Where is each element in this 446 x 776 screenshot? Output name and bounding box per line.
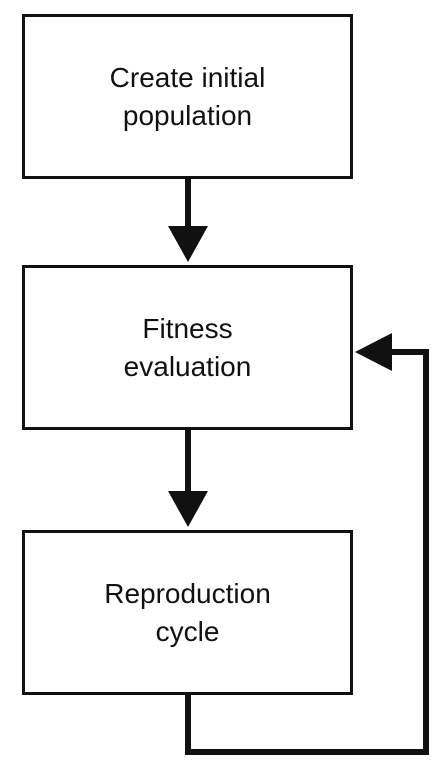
arrowhead-fitness-to-repro bbox=[168, 491, 208, 527]
node-fitness-evaluation: Fitness evaluation bbox=[22, 265, 353, 430]
node-create-line1: Create initial bbox=[109, 61, 266, 93]
arrowhead-create-to-fitness bbox=[168, 226, 208, 262]
arrowhead-repro-to-fitness bbox=[355, 333, 392, 371]
node-create-initial-population: Create initial population bbox=[22, 14, 353, 179]
node-create-line2: population bbox=[122, 99, 253, 131]
node-fitness-line1: Fitness bbox=[142, 312, 233, 344]
node-repro-line2: cycle bbox=[155, 615, 220, 647]
arrow-repro-to-fitness-loop bbox=[185, 349, 429, 755]
node-fitness-line2: evaluation bbox=[123, 350, 252, 382]
node-repro-line1: Reproduction bbox=[104, 577, 271, 609]
node-reproduction-cycle: Reproduction cycle bbox=[22, 530, 353, 695]
